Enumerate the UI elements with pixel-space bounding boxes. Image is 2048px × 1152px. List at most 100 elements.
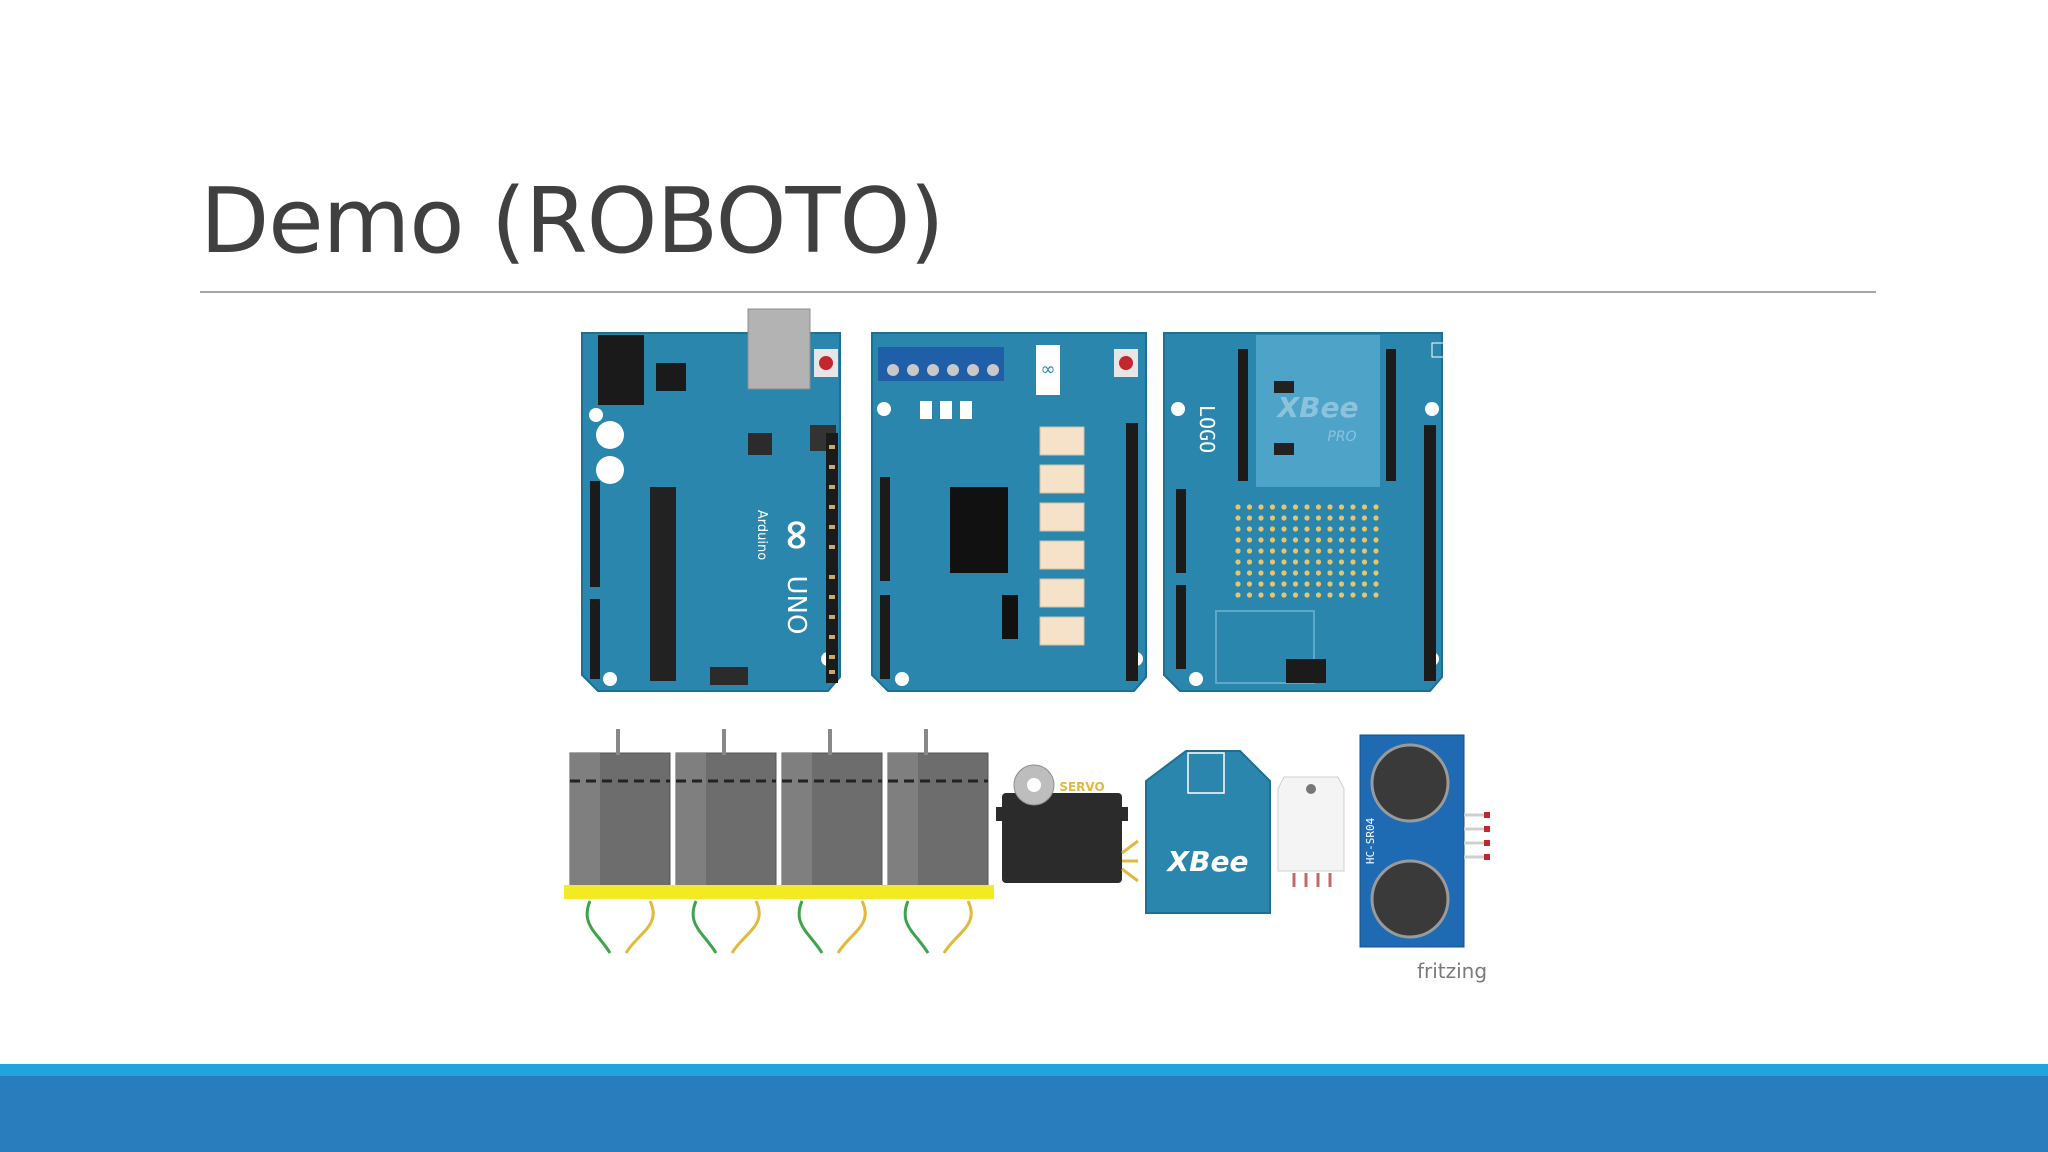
proto-hole (1304, 581, 1310, 587)
proto-hole (1235, 570, 1241, 576)
terminal-block (878, 347, 1004, 381)
proto-hole (1315, 581, 1322, 587)
proto-hole (1269, 537, 1276, 543)
servo-motor: SERVO (996, 764, 1139, 883)
proto-hole (1315, 592, 1322, 598)
proto-hole (1350, 559, 1356, 565)
proto-hole (1269, 581, 1276, 587)
proto-hole (1361, 581, 1368, 587)
proto-hole (1304, 570, 1310, 576)
proto-hole (1258, 559, 1264, 565)
proto-hole (1338, 581, 1345, 587)
proto-hole (1315, 537, 1322, 543)
xbee-pro-brand: XBee (1276, 391, 1359, 424)
xbee-pro-model: PRO (1327, 429, 1356, 445)
proto-hole (1338, 537, 1345, 543)
proto-hole (1373, 548, 1379, 554)
proto-hole (1338, 559, 1345, 565)
usb-port (747, 308, 811, 390)
proto-hole (1338, 504, 1345, 510)
driver-chip (950, 487, 1008, 573)
proto-hole (1246, 504, 1253, 510)
proto-hole (1361, 548, 1368, 554)
proto-hole (1281, 592, 1287, 598)
proto-hole (1315, 559, 1322, 565)
proto-hole (1292, 548, 1299, 554)
proto-hole (1235, 537, 1241, 543)
dc-motor (882, 729, 994, 954)
proto-hole (1361, 526, 1368, 532)
proto-hole (1269, 515, 1276, 521)
proto-hole (1235, 515, 1241, 521)
proto-hole (1338, 548, 1345, 554)
proto-hole (1350, 515, 1356, 521)
proto-hole (1292, 592, 1299, 598)
xbee-shield-logo: LOGO (1195, 405, 1219, 453)
dc-motor (776, 729, 888, 954)
uno-name: UNO (781, 576, 811, 635)
ultrasonic-sensor: HC-SR04 (1359, 734, 1490, 948)
proto-hole (1304, 559, 1310, 565)
proto-hole (1269, 592, 1276, 598)
proto-hole (1327, 570, 1333, 576)
proto-hole (1327, 592, 1333, 598)
proto-hole (1281, 570, 1287, 576)
proto-hole (1361, 592, 1368, 598)
proto-grid (1230, 499, 1384, 603)
proto-hole (1373, 515, 1379, 521)
proto-hole (1373, 504, 1379, 510)
proto-hole (1361, 504, 1368, 510)
proto-hole (1304, 504, 1310, 510)
footer-band (0, 1076, 2048, 1152)
uno-brand: Arduino (754, 510, 769, 560)
dc-motor (670, 729, 782, 954)
proto-hole (1350, 570, 1356, 576)
proto-hole (1338, 592, 1345, 598)
proto-hole (1269, 504, 1276, 510)
proto-hole (1258, 526, 1264, 532)
proto-hole (1292, 581, 1299, 587)
proto-hole (1292, 559, 1299, 565)
proto-hole (1258, 548, 1264, 554)
proto-hole (1338, 570, 1345, 576)
proto-hole (1327, 548, 1333, 554)
shield-logo: ∞ (1041, 359, 1056, 380)
proto-hole (1258, 537, 1264, 543)
proto-hole (1246, 515, 1253, 521)
footer-accent-stripe (0, 1064, 2048, 1076)
proto-hole (1350, 526, 1356, 532)
proto-hole (1361, 559, 1368, 565)
proto-hole (1246, 537, 1253, 543)
proto-hole (1315, 548, 1322, 554)
proto-hole (1258, 581, 1264, 587)
proto-hole (1246, 570, 1253, 576)
proto-hole (1258, 570, 1264, 576)
proto-hole (1304, 526, 1310, 532)
dc-motor (564, 729, 676, 954)
proto-hole (1235, 581, 1241, 587)
proto-hole (1258, 504, 1264, 510)
proto-hole (1258, 592, 1264, 598)
proto-hole (1327, 559, 1333, 565)
proto-hole (1361, 515, 1368, 521)
proto-hole (1373, 526, 1379, 532)
proto-hole (1281, 515, 1287, 521)
proto-hole (1235, 559, 1241, 565)
proto-hole (1235, 504, 1241, 510)
arduino-uno-board: ∞ UNO Arduino (581, 308, 841, 692)
proto-hole (1246, 592, 1253, 598)
xbee-label: XBee (1166, 845, 1249, 878)
proto-hole (1292, 504, 1299, 510)
proto-hole (1373, 537, 1379, 543)
proto-hole (1246, 559, 1253, 565)
proto-hole (1327, 526, 1333, 532)
uno-logo: ∞ (774, 518, 823, 553)
proto-hole (1281, 559, 1287, 565)
proto-hole (1350, 581, 1356, 587)
xbee-shield-board: XBee PRO LOGO (1163, 332, 1447, 692)
proto-hole (1361, 537, 1368, 543)
proto-hole (1350, 537, 1356, 543)
proto-hole (1269, 548, 1276, 554)
proto-hole (1361, 570, 1368, 576)
proto-hole (1292, 526, 1299, 532)
